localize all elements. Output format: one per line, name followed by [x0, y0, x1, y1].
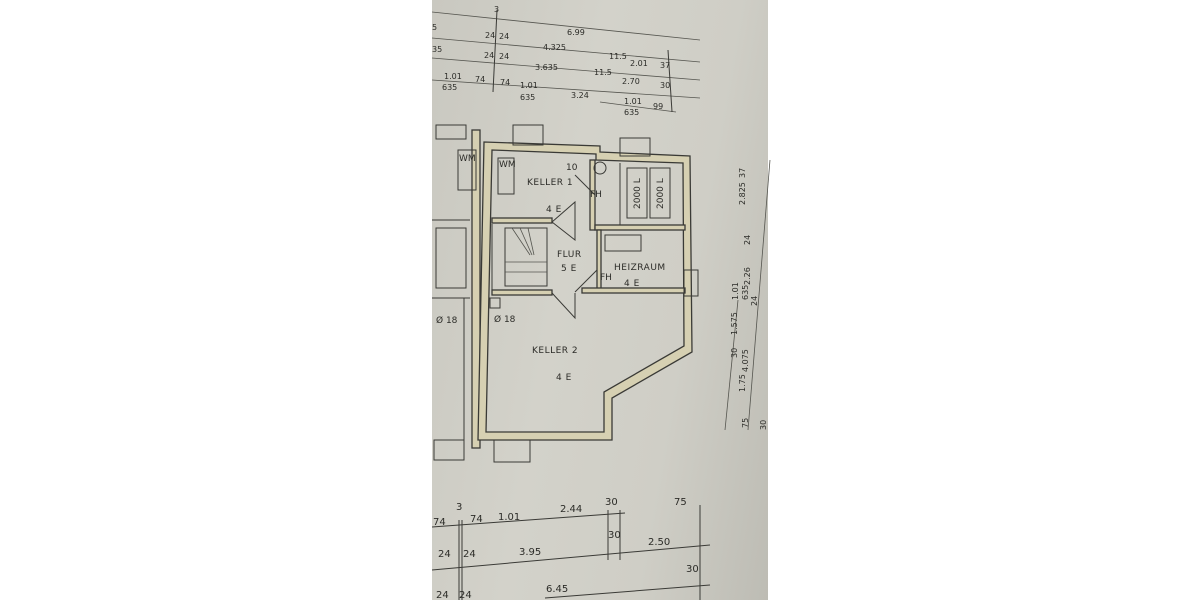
dim-label: 37 [738, 168, 747, 178]
dim-label: 24 [743, 235, 752, 245]
dim-label: 37 [660, 61, 670, 70]
right-dimensions: 37 2.825 24 2.26 24 1.01 635 1.575 30 4.… [724, 159, 771, 431]
dim-label: 4.325 [543, 43, 566, 52]
neighbor-chimney-label: Ø 18 [436, 315, 458, 326]
dim-label: 2.50 [648, 537, 670, 548]
dim-label: 1.01 [498, 512, 520, 523]
dim-label: 2.44 [560, 504, 582, 515]
oil-tanks: 2000 L 2000 L [626, 167, 671, 219]
room-number: 10 [566, 163, 578, 173]
dim-label: 4.075 [741, 349, 750, 372]
dim-label: 1.01 [731, 282, 740, 300]
dim-label: 635 [520, 93, 535, 102]
dim-label: 1.75 [738, 374, 747, 392]
dim-label: 30 [686, 564, 699, 575]
neighbor-wm-label: WM [459, 154, 476, 164]
dim-label: 24 [436, 590, 449, 600]
dim-label: 30 [730, 348, 739, 358]
dim-label: 30 [660, 81, 670, 90]
dim-label: 30 [605, 497, 618, 508]
wm-label: WM [499, 160, 516, 170]
dim-label: 1.575 [730, 312, 739, 335]
bottom-dimensions: 3 74 74 1.01 2.44 30 75 24 24 3.95 30 2.… [431, 497, 711, 600]
staircase [504, 227, 548, 287]
neighbor-unit: WM Ø 18 [432, 124, 481, 461]
dim-label: 3 [494, 5, 499, 14]
keller1-fh: FH [590, 190, 602, 200]
dim-label: 30 [759, 420, 768, 430]
dim-label: 74 [470, 514, 483, 525]
keller1-name: KELLER 1 [527, 178, 573, 188]
flur-units: 5 E [561, 264, 577, 274]
dim-label: 24 [750, 296, 759, 306]
keller2-name: KELLER 2 [532, 346, 578, 356]
dim-label: 99 [653, 102, 663, 111]
dim-label: 24 [484, 51, 494, 60]
room-labels: WM 10 KELLER 1 4 E FH FLUR 5 E HEIZRAUM … [494, 160, 666, 383]
doors [551, 174, 598, 320]
heizraum-name: HEIZRAUM [614, 263, 666, 273]
top-dimensions: 3 5 6.99 24 24 4.325 35 24 24 3.635 11.5… [431, 5, 701, 117]
fixtures [489, 157, 642, 309]
heizraum-units: 4 E [624, 279, 640, 289]
dim-label: 24 [438, 549, 451, 560]
dim-label: 2.825 [738, 182, 747, 205]
drain-icon [593, 161, 607, 175]
dim-label: 24 [463, 549, 476, 560]
tank-label: 2000 L [656, 178, 666, 209]
dim-label: 1.01 [624, 97, 642, 106]
dim-label: 3 [456, 502, 462, 513]
heizraum-fh: FH [600, 273, 612, 283]
dim-label: 24 [499, 32, 509, 41]
dim-label: 75 [741, 418, 750, 428]
dim-label: 3.95 [519, 547, 541, 558]
windows [493, 124, 699, 463]
chimney-label: Ø 18 [494, 314, 516, 325]
dim-label: 2.26 [743, 267, 752, 285]
dim-label: 74 [475, 75, 485, 84]
dim-label: 30 [608, 530, 621, 541]
dim-label: 1.01 [444, 72, 462, 81]
keller2-units: 4 E [556, 373, 572, 383]
dim-label: 24 [485, 31, 495, 40]
dim-label: 2.01 [630, 59, 648, 68]
dim-label: 24 [459, 590, 472, 600]
dim-label: 1.01 [520, 81, 538, 90]
dim-label: 635 [442, 83, 457, 92]
tank-label: 2000 L [633, 178, 643, 209]
keller1-units: 4 E [546, 205, 562, 215]
dim-label: 35 [432, 45, 442, 54]
dim-label: 5 [432, 23, 437, 32]
dim-label: 75 [674, 497, 687, 508]
dim-label: 3.24 [571, 91, 589, 100]
dim-label: 635 [741, 285, 750, 300]
dim-label: 6.99 [567, 28, 585, 37]
dim-label: 3.635 [535, 63, 558, 72]
flur-name: FLUR [557, 250, 582, 260]
dim-label: 635 [624, 108, 639, 117]
dim-label: 2.70 [622, 77, 640, 86]
dim-label: 11.5 [609, 52, 627, 61]
dim-label: 74 [500, 78, 510, 87]
dim-label: 24 [499, 52, 509, 61]
dim-label: 11.5 [594, 68, 612, 77]
dim-label: 6.45 [546, 584, 568, 595]
dim-label: 74 [433, 517, 446, 528]
